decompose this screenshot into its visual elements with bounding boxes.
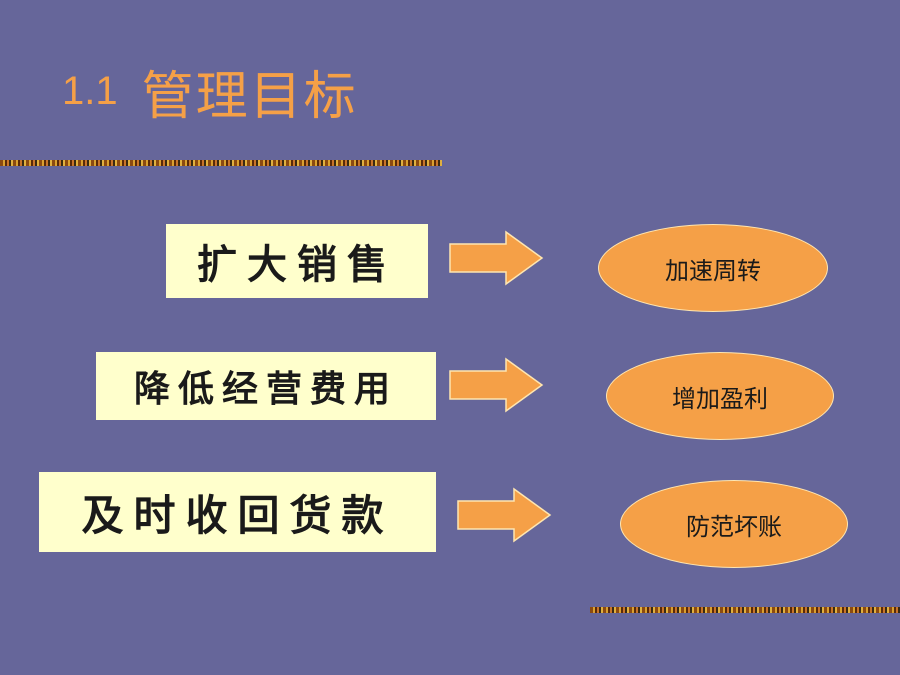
top-divider xyxy=(0,160,442,166)
label-text: 及时收回货款 xyxy=(81,490,394,540)
result-oval-speed-turnover: 加速周转 xyxy=(598,224,828,312)
title-number: 1.1 xyxy=(62,68,118,113)
right-arrow-icon xyxy=(457,487,552,543)
result-oval-prevent-bad-debt: 防范坏账 xyxy=(620,480,848,568)
right-arrow-icon xyxy=(449,230,544,286)
label-box-collect-payments: 及时收回货款 xyxy=(39,472,436,552)
result-text: 防范坏账 xyxy=(686,512,782,541)
label-box-expand-sales: 扩大销售 xyxy=(166,224,428,298)
result-text: 增加盈利 xyxy=(672,384,768,413)
label-box-reduce-costs: 降低经营费用 xyxy=(96,352,436,420)
slide-title: 1.1 管理目标 xyxy=(62,56,358,127)
right-arrow-icon xyxy=(449,357,544,413)
result-text: 加速周转 xyxy=(665,256,761,285)
label-text: 扩大销售 xyxy=(197,241,397,288)
title-text: 管理目标 xyxy=(141,66,358,127)
label-text: 降低经营费用 xyxy=(133,368,398,410)
result-oval-increase-profit: 增加盈利 xyxy=(606,352,834,440)
bottom-divider xyxy=(590,607,900,613)
